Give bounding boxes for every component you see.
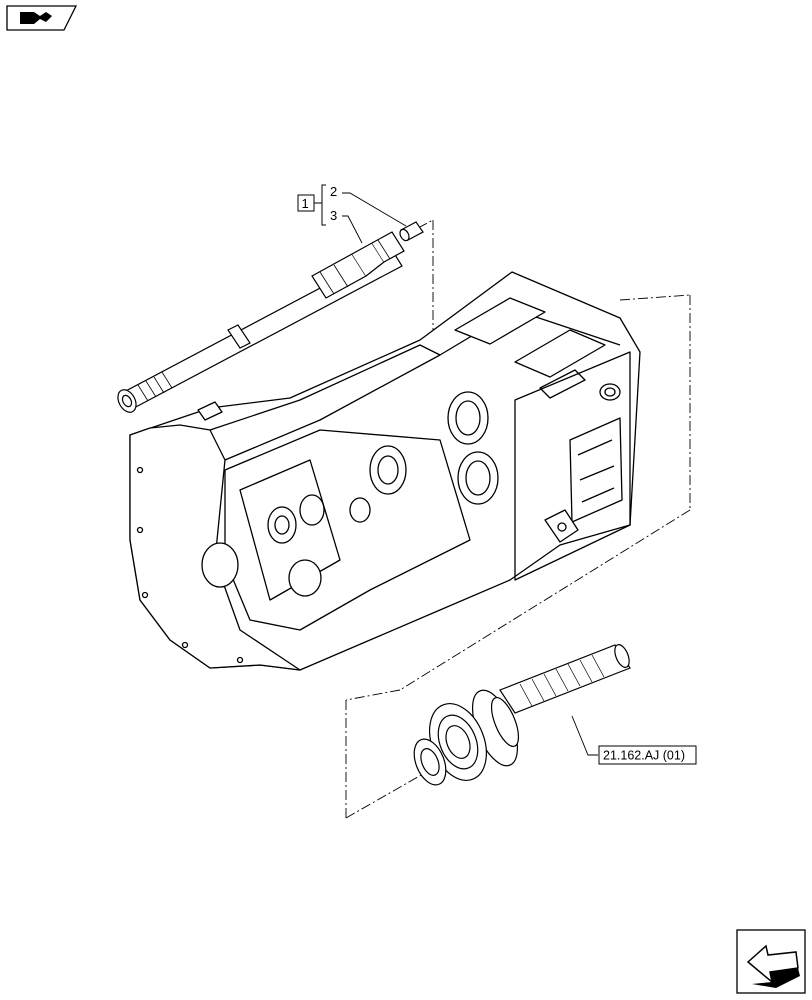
- gear-shaft-assembly[interactable]: [408, 643, 632, 790]
- reference-callout[interactable]: 21.162.AJ (01): [571, 715, 697, 765]
- next-page-arrow-icon[interactable]: [736, 929, 806, 994]
- splined-shaft[interactable]: [114, 231, 405, 415]
- reference-label: 21.162.AJ (01): [603, 749, 685, 763]
- book-arrow-icon[interactable]: [6, 5, 78, 31]
- callout-label-2: 2: [330, 184, 337, 199]
- callout-label-3: 3: [330, 208, 337, 223]
- callout-group: 1 2 3: [297, 184, 407, 244]
- callout-label-1: 1: [302, 196, 309, 211]
- transmission-housing[interactable]: [129, 271, 641, 671]
- bushing-part[interactable]: [398, 221, 424, 242]
